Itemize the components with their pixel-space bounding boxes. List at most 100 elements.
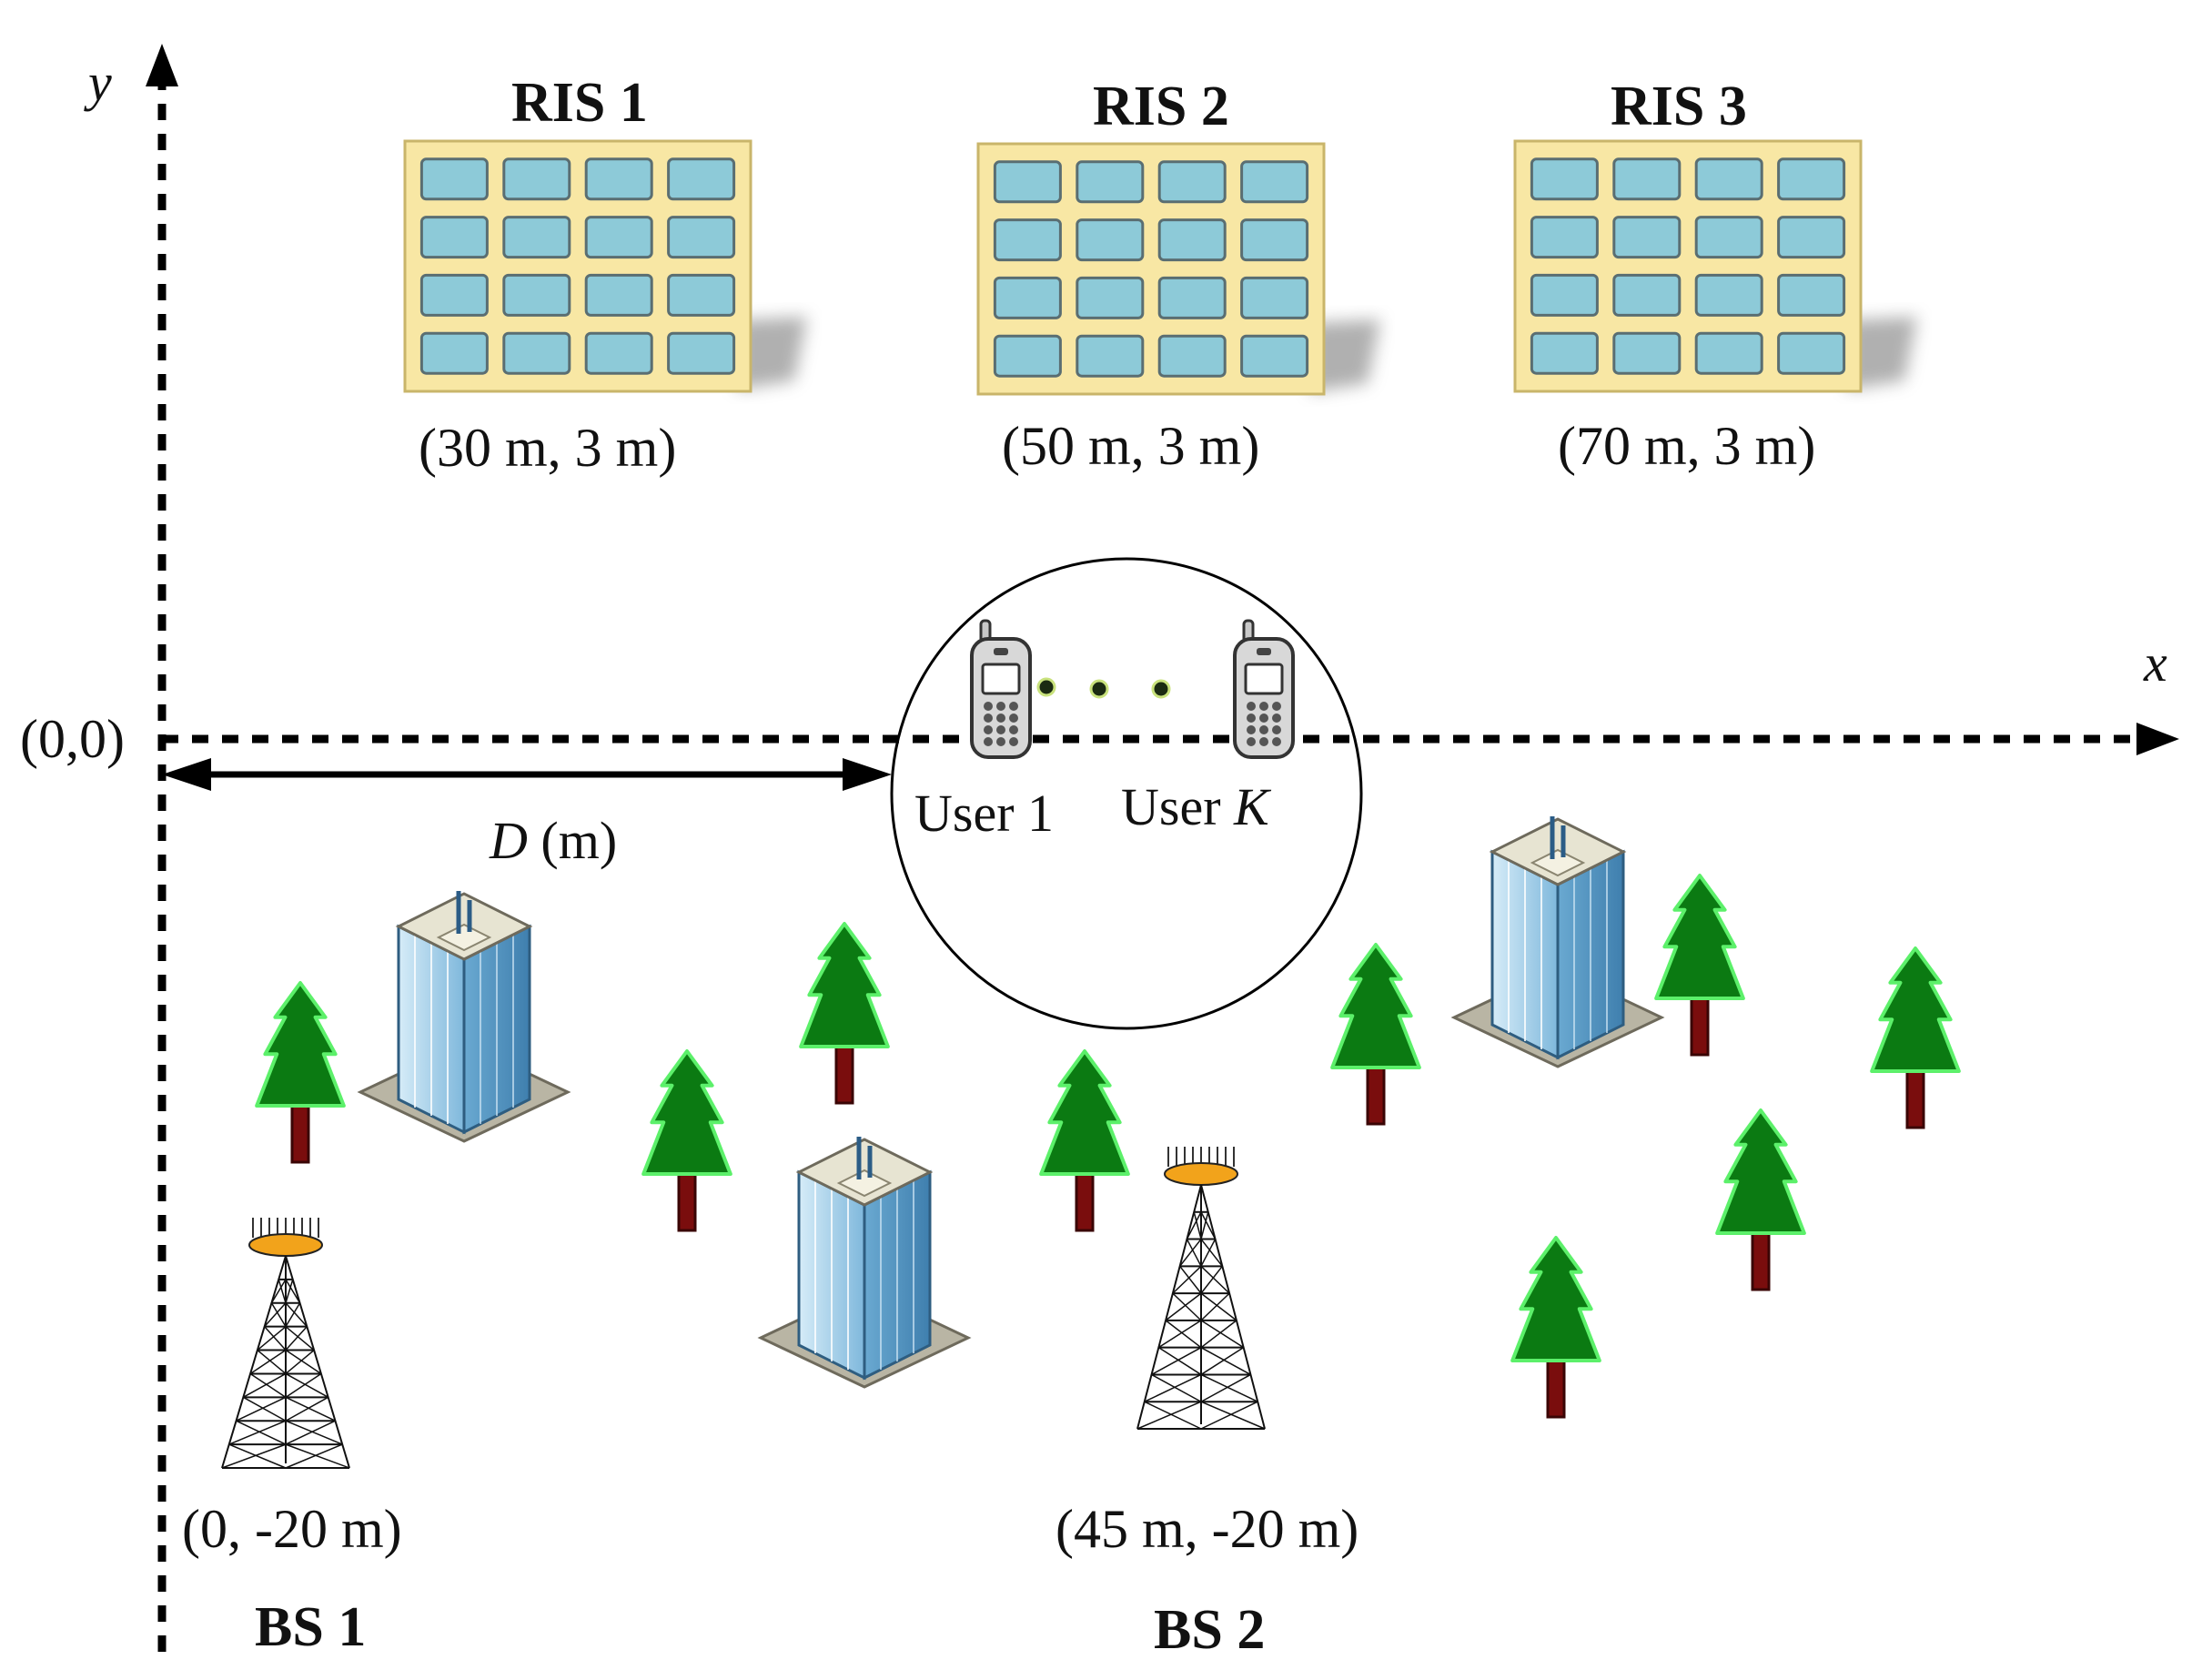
ris-2-panel [976,142,1380,396]
ris-element [1777,273,1846,317]
ris-element [1076,160,1145,204]
ris-element [667,216,736,259]
tree-foliage [1654,874,1745,1000]
tree-icon [1330,943,1421,1126]
ris-element [1694,273,1763,317]
tree-foliage [1039,1049,1130,1176]
ris-element [1240,160,1309,204]
bs-1-coord: (0, -20 m) [182,1499,402,1559]
ris-element [993,160,1062,204]
ris-1-coord: (30 m, 3 m) [419,418,677,478]
tree-foliage [1510,1236,1601,1362]
bs-2-tower-icon [1136,1147,1266,1430]
ris-element [502,331,571,375]
ris-element [1157,276,1227,319]
office-building-icon [357,891,571,1143]
ris-element [419,331,489,375]
ris-element [667,273,736,317]
ris-shadow [1310,319,1380,392]
ris-element [1694,157,1763,201]
tree-foliage [799,922,890,1048]
tree-icon [1510,1236,1601,1419]
ris-element [1777,157,1846,201]
ris-element [1530,157,1599,201]
ris-element [1530,216,1599,259]
user-k-label: User K [1121,781,1269,834]
office-building-icon [757,1137,972,1389]
ris-element [1157,160,1227,204]
ris-element [1240,334,1309,378]
ris-element [993,334,1062,378]
tower-antenna-ring [1164,1162,1238,1186]
ris-element [993,276,1062,319]
ris-element [419,216,489,259]
ris-element [667,331,736,375]
tree-foliage [255,981,346,1108]
bs-2-label: BS 2 [1154,1599,1266,1661]
ris-element [1612,157,1682,201]
ris-element [419,273,489,317]
phone-screen [1244,663,1284,695]
x-axis-label: x [2144,633,2167,693]
ris-1-title: RIS 1 [511,72,648,134]
tree-foliage [1330,943,1421,1069]
tree-foliage [1870,946,1961,1073]
tree-foliage [641,1049,732,1176]
ris-element [1612,216,1682,259]
ris-element [1076,276,1145,319]
tree-foliage [1715,1108,1806,1235]
tree-icon [1654,874,1745,1057]
ris-element [1157,334,1227,378]
ris-element [1240,276,1309,319]
tree-icon [1039,1049,1130,1232]
ris-2-title: RIS 2 [1093,76,1229,137]
ris-3-coord: (70 m, 3 m) [1558,416,1816,476]
ris-element [502,216,571,259]
ris-2-coord: (50 m, 3 m) [1002,416,1260,476]
ris-element [502,273,571,317]
ris-element [1240,218,1309,262]
ris-element [1076,334,1145,378]
distance-arrow [162,758,892,791]
user-1-phone-icon [970,619,1032,759]
ris-element [1530,273,1599,317]
y-axis-label: y [88,53,112,112]
ris-element [1612,273,1682,317]
ris-element [667,157,736,201]
ris-element [1612,331,1682,375]
tree-icon [799,922,890,1105]
ris-element [584,216,653,259]
ris-element [1777,216,1846,259]
tower-antenna-ring [248,1233,323,1257]
ris-element [1777,331,1846,375]
ris-element [1157,218,1227,262]
ris-element [1694,216,1763,259]
ris-3-title: RIS 3 [1611,76,1747,137]
ris-element [502,157,571,201]
distance-symbol: D [490,811,528,870]
user-k-phone-icon [1233,619,1295,759]
ris-element [1694,331,1763,375]
tree-icon [1870,946,1961,1129]
tree-icon [255,981,346,1164]
y-axis-arrowhead [146,44,178,86]
ris-element [993,218,1062,262]
y-axis [146,44,178,1652]
ris-shadow [737,317,807,390]
user-k-symbol: K [1234,777,1269,836]
ris-element [1076,218,1145,262]
tree-icon [641,1049,732,1232]
origin-label: (0,0) [20,709,125,769]
ris-element [419,157,489,201]
bs-1-tower-icon [221,1218,350,1469]
bs-1-label: BS 1 [255,1596,367,1658]
distance-unit: (m) [527,811,618,870]
ris-3-panel [1513,139,1917,393]
user-cluster-circle [890,557,1363,1030]
ris-element [584,157,653,201]
distance-label: D (m) [490,815,617,867]
ris-element [1530,331,1599,375]
ellipsis-dots [1036,677,1171,699]
